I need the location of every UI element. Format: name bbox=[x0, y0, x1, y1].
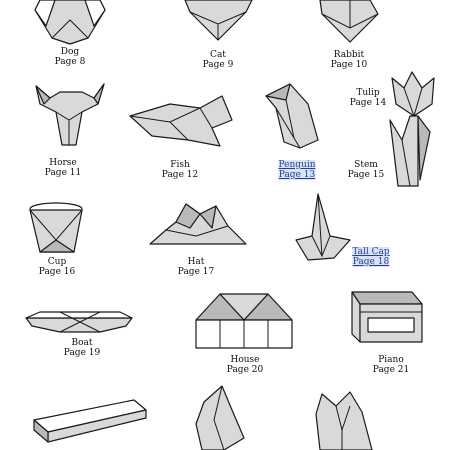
model-name: Fish bbox=[170, 160, 190, 170]
house-illustration bbox=[195, 293, 293, 349]
model-label-cup: Cup Page 16 bbox=[39, 257, 75, 277]
model-label-boat: Boat Page 19 bbox=[64, 338, 100, 358]
model-label-horse: Horse Page 11 bbox=[45, 158, 81, 178]
model-page[interactable]: Page 13 bbox=[278, 170, 316, 180]
cat-illustration bbox=[184, 0, 253, 41]
model-name[interactable]: Tall Cap bbox=[352, 247, 390, 257]
model-label-tulip: Tulip Page 14 bbox=[350, 88, 386, 108]
model-name: Hat bbox=[187, 257, 205, 267]
model-label-stem: Stem Page 15 bbox=[348, 160, 384, 180]
fox-illustration bbox=[315, 391, 373, 450]
model-page: Page 12 bbox=[161, 170, 199, 180]
model-label-piano: Piano Page 21 bbox=[373, 355, 409, 375]
model-page: Page 16 bbox=[38, 267, 76, 277]
model-name: Piano bbox=[378, 355, 404, 365]
model-page: Page 15 bbox=[347, 170, 385, 180]
model-page: Page 9 bbox=[202, 60, 234, 70]
tulip-illustration bbox=[389, 71, 435, 187]
model-label-cat: Cat Page 9 bbox=[203, 50, 234, 70]
model-name: Cup bbox=[47, 257, 67, 267]
model-name: Rabbit bbox=[333, 50, 365, 60]
model-name: Horse bbox=[49, 158, 77, 168]
model-name: Cat bbox=[210, 50, 226, 60]
model-label-dog: Dog Page 8 bbox=[55, 47, 86, 67]
model-label-fish: Fish Page 12 bbox=[162, 160, 198, 180]
model-page: Page 17 bbox=[177, 267, 215, 277]
cup-illustration bbox=[29, 202, 83, 253]
model-name[interactable]: Penguin bbox=[278, 160, 316, 170]
fish-illustration bbox=[129, 95, 233, 147]
tray-illustration bbox=[33, 399, 147, 443]
rabbit-illustration bbox=[319, 0, 379, 43]
dog-illustration bbox=[34, 0, 106, 45]
model-label-house: House Page 20 bbox=[227, 355, 263, 375]
piano-illustration bbox=[351, 291, 423, 343]
penguin-illustration bbox=[265, 83, 319, 149]
boat-illustration bbox=[25, 311, 133, 333]
model-page[interactable]: Page 18 bbox=[352, 257, 390, 267]
model-page: Page 14 bbox=[349, 98, 387, 108]
model-name: Stem bbox=[354, 160, 378, 170]
model-page: Page 11 bbox=[44, 168, 82, 178]
model-page: Page 21 bbox=[372, 365, 410, 375]
horse-illustration bbox=[35, 83, 105, 146]
model-name: Dog bbox=[60, 47, 80, 57]
model-name: Boat bbox=[71, 338, 93, 348]
model-link-tall-cap[interactable]: Tall Cap Page 18 bbox=[352, 247, 390, 267]
model-page: Page 8 bbox=[54, 57, 86, 67]
model-name: Tulip bbox=[356, 88, 380, 98]
model-page: Page 20 bbox=[226, 365, 264, 375]
hat-illustration bbox=[149, 203, 247, 245]
model-page: Page 19 bbox=[63, 348, 101, 358]
model-label-rabbit: Rabbit Page 10 bbox=[331, 50, 367, 70]
model-page: Page 10 bbox=[330, 60, 368, 70]
crane-illustration bbox=[195, 385, 245, 450]
model-label-hat: Hat Page 17 bbox=[178, 257, 214, 277]
model-name: House bbox=[230, 355, 260, 365]
model-link-penguin[interactable]: Penguin Page 13 bbox=[278, 160, 316, 180]
tall-cap-illustration bbox=[295, 193, 351, 261]
